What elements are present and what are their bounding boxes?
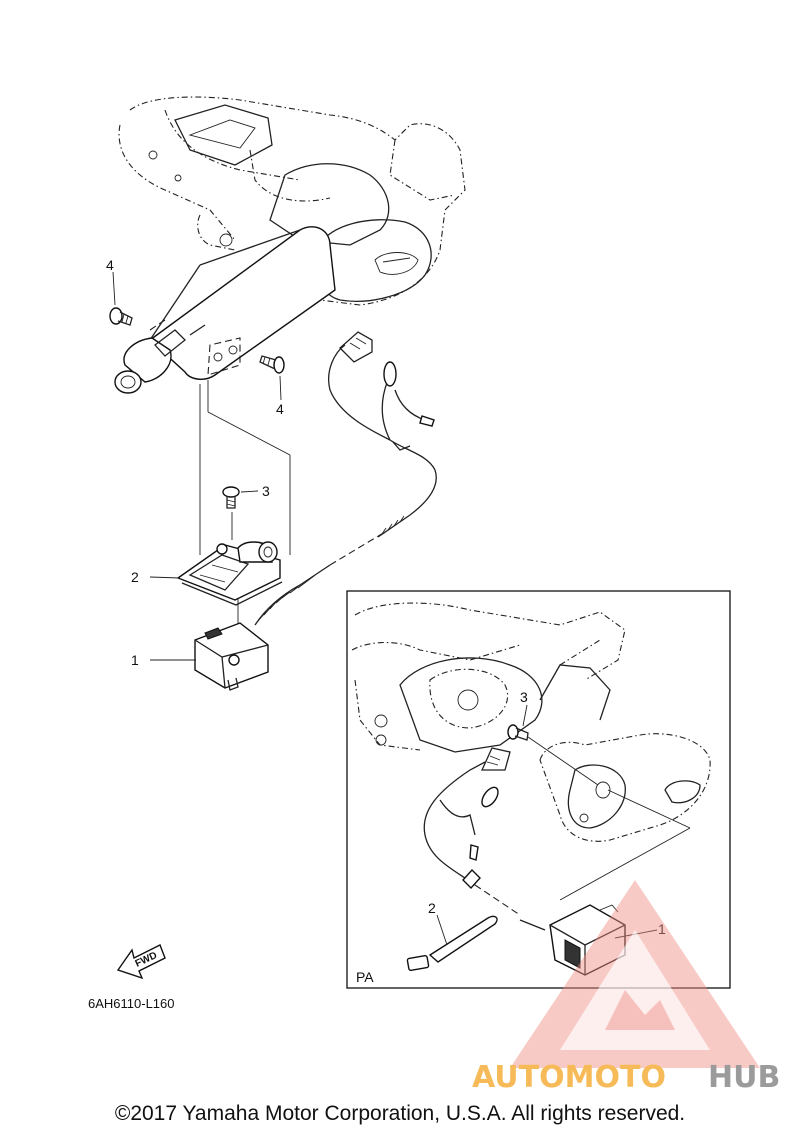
inset-screw-3 <box>507 704 599 786</box>
callout-main-1: 1 <box>131 652 139 668</box>
inset-label: PA <box>356 969 374 985</box>
automotohub-logo: AUTOMOTO HUB <box>472 880 780 1095</box>
assembly-leader-lines <box>199 380 291 630</box>
screw-3 <box>222 486 259 509</box>
inset-panel-pa: PA <box>346 590 731 989</box>
callout-main-3: 3 <box>262 483 270 499</box>
steering-shaft <box>114 226 336 394</box>
wire-harness <box>254 331 437 626</box>
parts-diagram: 4 4 3 2 1 PA <box>88 96 780 1095</box>
drawing-code: 6AH6110-L160 <box>88 996 175 1011</box>
mounting-bracket-2 <box>149 541 283 606</box>
callout-inset-2: 2 <box>428 900 436 916</box>
watermark-brand-part1: AUTOMOTO <box>472 1060 666 1095</box>
screw-4-left <box>109 271 133 326</box>
callout-main-4-top: 4 <box>106 257 114 273</box>
screw-4-right <box>259 355 285 401</box>
callout-main-2: 2 <box>131 569 139 585</box>
fwd-arrow-icon: FWD <box>116 944 166 980</box>
trim-switch-1 <box>150 622 269 691</box>
inset-cable-tie-2 <box>406 914 498 972</box>
callout-inset-1: 1 <box>658 921 666 937</box>
steering-bracket-outline <box>118 96 466 306</box>
inset-trim-switch-1 <box>549 904 658 976</box>
callout-main-4-bottom: 4 <box>276 401 284 417</box>
watermark-brand-part2: HUB <box>708 1060 780 1095</box>
callout-inset-3: 3 <box>520 689 528 705</box>
copyright-notice: ©2017 Yamaha Motor Corporation, U.S.A. A… <box>114 1102 686 1125</box>
